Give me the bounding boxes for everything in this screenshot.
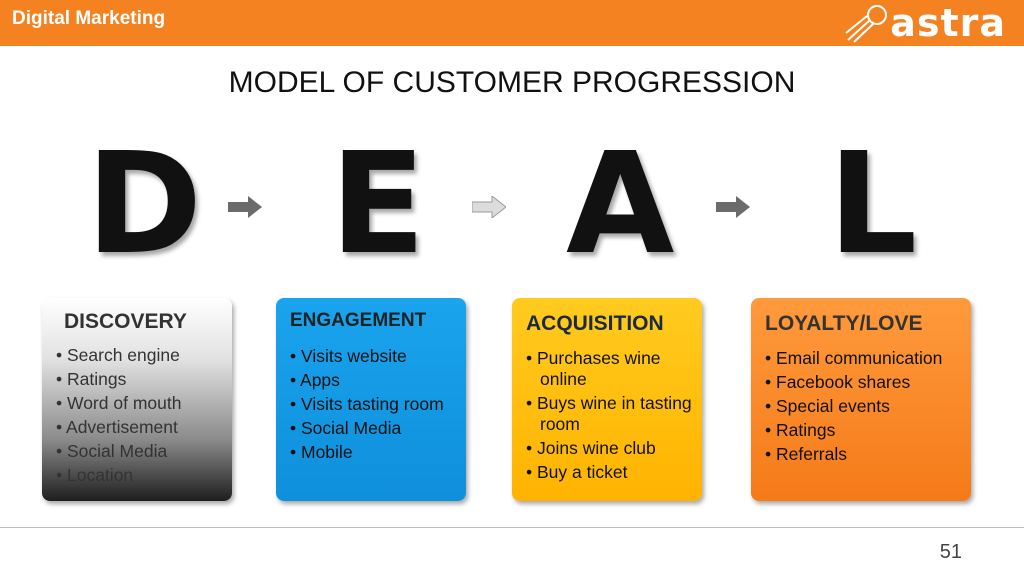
discovery-card: DISCOVERY Search engine Ratings Word of … xyxy=(42,298,232,501)
slide-title: MODEL OF CUSTOMER PROGRESSION xyxy=(228,66,796,99)
arrow-right-icon xyxy=(228,196,262,218)
card-heading: LOYALTY/LOVE xyxy=(765,312,923,335)
rocket-icon xyxy=(845,5,888,43)
list-item: Mobile xyxy=(290,442,466,463)
logo-wordmark: astra xyxy=(890,1,1006,45)
astra-logo: astra xyxy=(844,1,1006,45)
list-item: Facebook shares xyxy=(765,372,971,393)
list-item: Social Media xyxy=(290,418,466,439)
footer-divider xyxy=(0,527,1024,528)
list-item: Ratings xyxy=(56,369,232,390)
header-bar: Digital Marketing astra xyxy=(0,0,1024,46)
letter-e: E xyxy=(330,123,426,286)
list-item: Location xyxy=(56,465,232,486)
list-item: Special events xyxy=(765,396,971,417)
list-item: Joins wine club xyxy=(526,438,702,459)
list-item: Apps xyxy=(290,370,466,391)
letter-l: L xyxy=(828,123,918,286)
list-item: Advertisement xyxy=(56,417,232,438)
section-tag: Digital Marketing xyxy=(0,0,178,36)
letter-a: A xyxy=(566,123,675,286)
list-item: Social Media xyxy=(56,441,232,462)
arrow-right-icon xyxy=(716,196,750,218)
list-item: Purchases wine online xyxy=(526,348,702,390)
card-heading: DISCOVERY xyxy=(64,310,187,333)
engagement-card: ENGAGEMENT Visits website Apps Visits ta… xyxy=(276,298,466,501)
loyalty-card: LOYALTY/LOVE Email communication Faceboo… xyxy=(751,298,971,501)
card-heading: ACQUISITION xyxy=(526,312,664,335)
list-item: Referrals xyxy=(765,444,971,465)
list-item: Visits website xyxy=(290,346,466,367)
list-item: Visits tasting room xyxy=(290,394,466,415)
list-item: Buy a ticket xyxy=(526,462,702,483)
list-item: Word of mouth xyxy=(56,393,232,414)
arrow-right-icon xyxy=(472,196,506,218)
acquisition-card: ACQUISITION Purchases wine online Buys w… xyxy=(512,298,702,501)
page-number: 51 xyxy=(939,541,962,563)
list-item: Buys wine in tasting room xyxy=(526,393,702,435)
list-item: Email communication xyxy=(765,348,971,369)
list-item: Search engine xyxy=(56,345,232,366)
card-heading: ENGAGEMENT xyxy=(290,310,427,331)
letter-d: D xyxy=(86,123,203,286)
list-item: Ratings xyxy=(765,420,971,441)
